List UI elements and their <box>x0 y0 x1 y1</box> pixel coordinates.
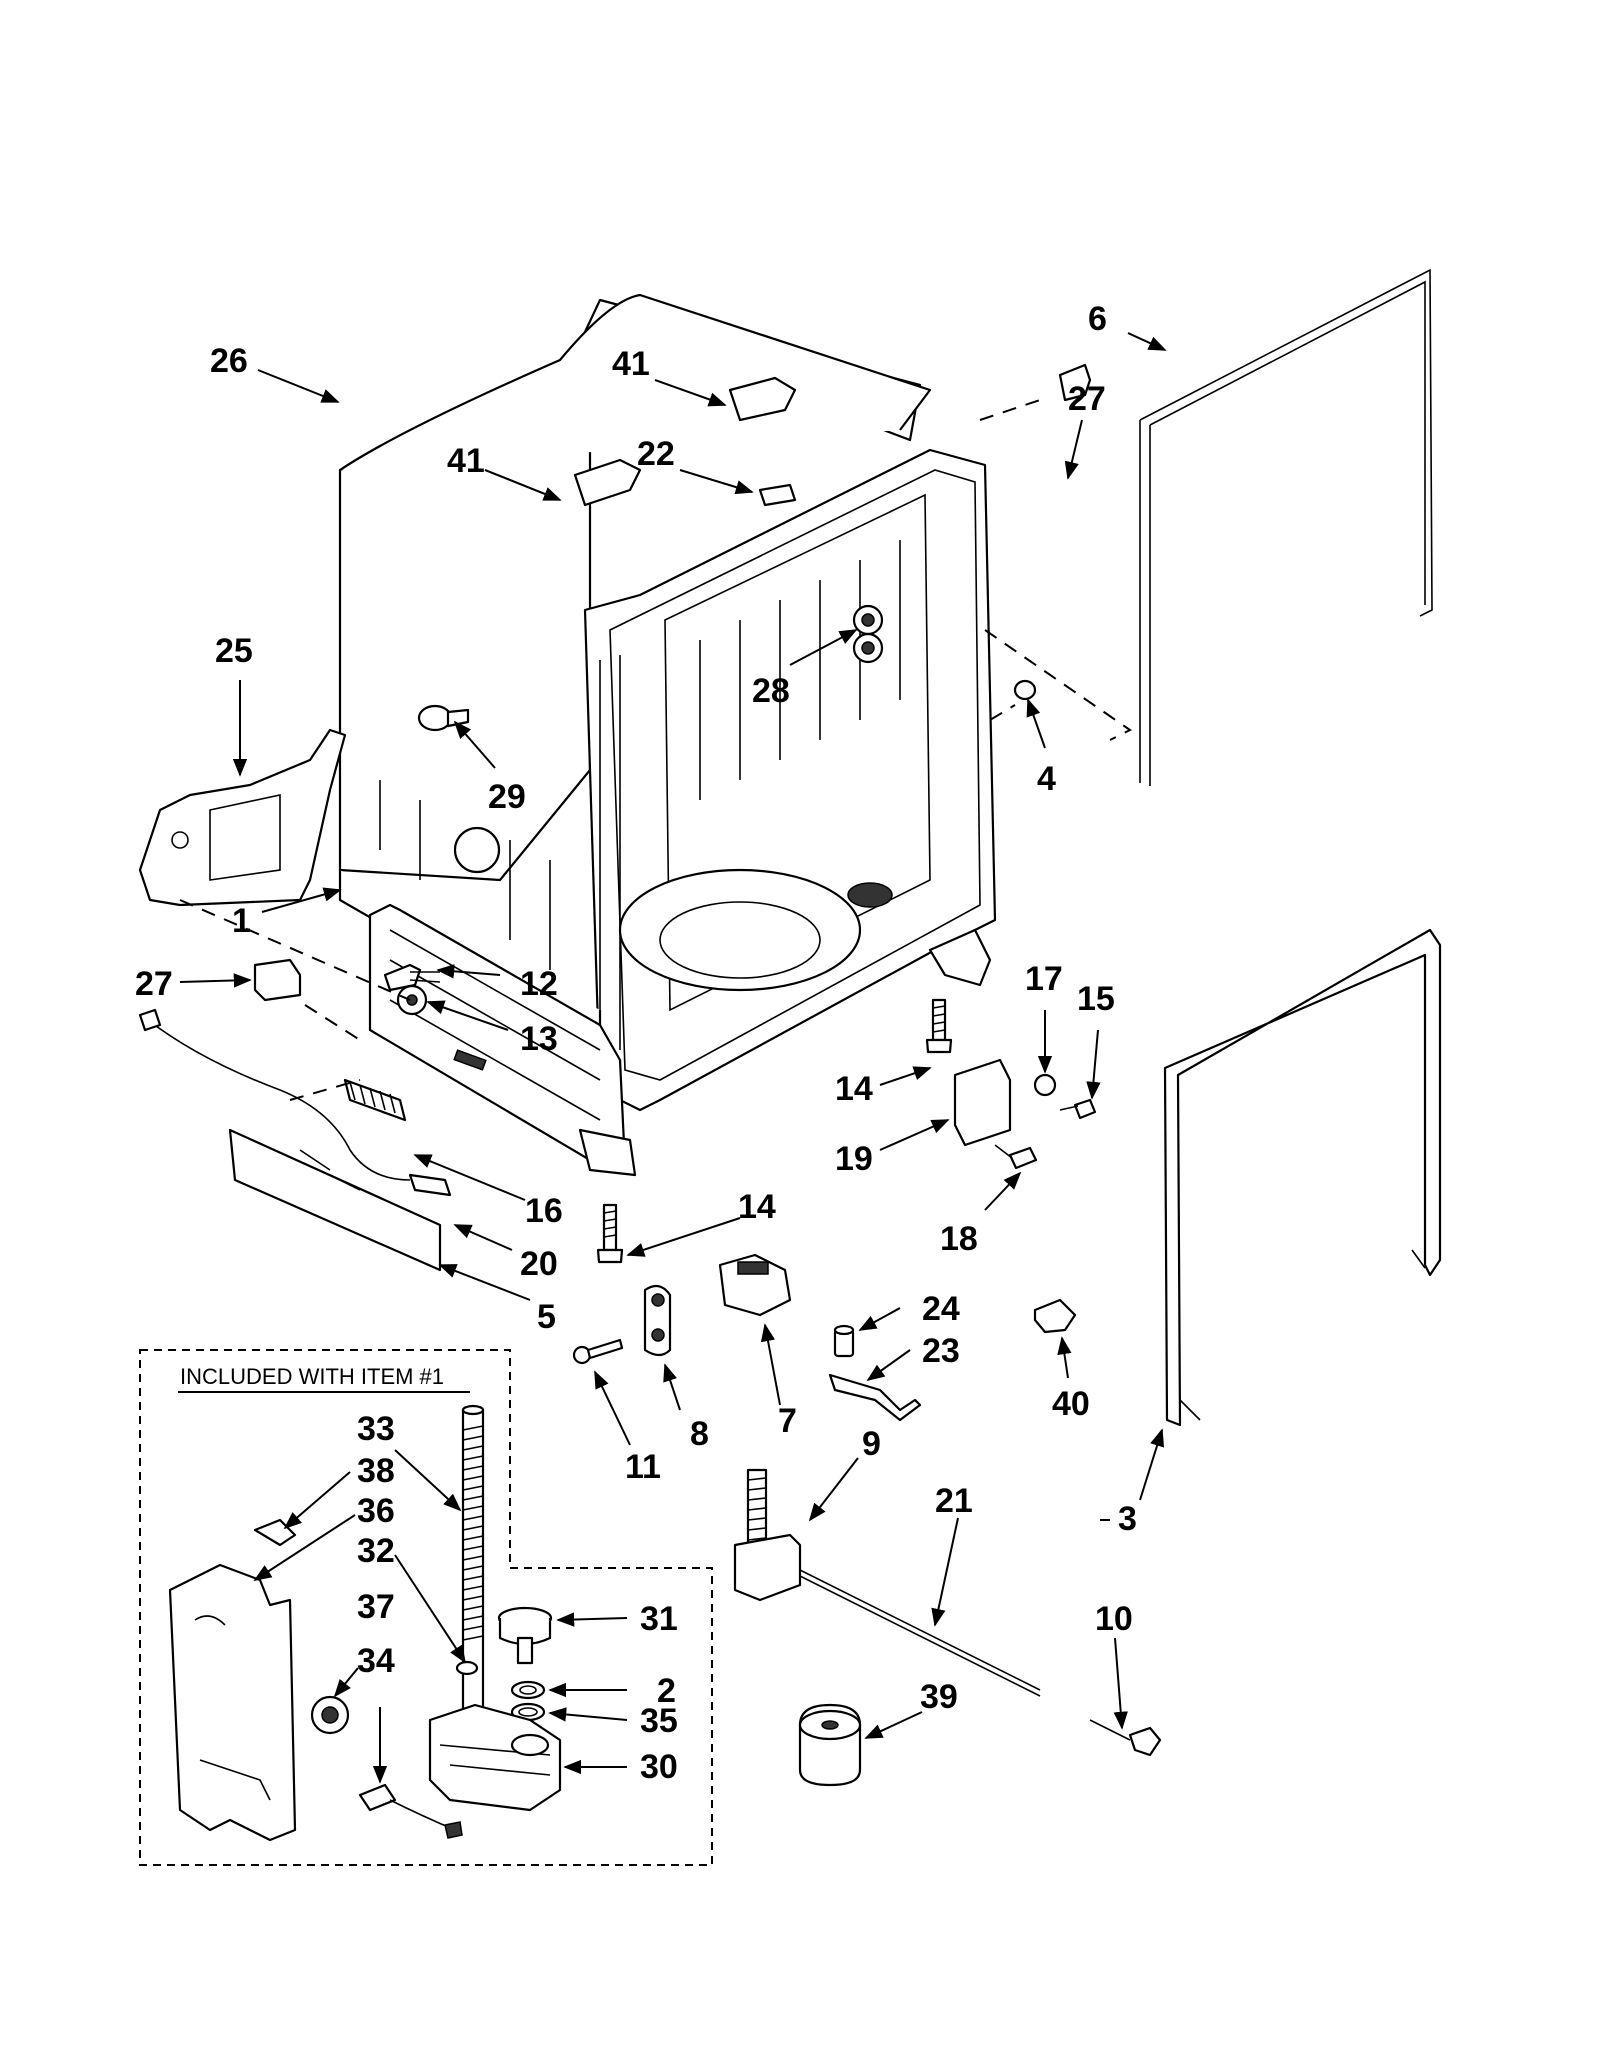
callout-9: 9 <box>862 1425 881 1463</box>
callout-35: 35 <box>640 1702 678 1740</box>
callout-41-right: 41 <box>612 345 650 383</box>
callout-3: 3 <box>1118 1500 1137 1538</box>
plug-4 <box>1013 679 1037 701</box>
callout-8: 8 <box>690 1415 709 1453</box>
callout-6: 6 <box>1088 300 1107 338</box>
callout-31: 31 <box>640 1600 678 1638</box>
clip-24-and-23 <box>828 1324 922 1422</box>
leader-lines <box>179 332 1167 1784</box>
bracket-group-19 <box>953 1058 1097 1170</box>
callout-24: 24 <box>922 1290 960 1328</box>
callout-27-right: 27 <box>1068 380 1106 418</box>
callout-38: 38 <box>357 1452 395 1490</box>
callout-2: 2 <box>657 1672 676 1710</box>
callout-14-lower: 14 <box>738 1188 776 1226</box>
callout-labels: 26 25 41 41 22 6 27 28 29 4 1 27 12 13 1… <box>135 300 1137 1786</box>
callout-26: 26 <box>210 342 248 380</box>
inset-label: INCLUDED WITH ITEM #1 <box>180 1364 444 1389</box>
cord-and-spring <box>138 1008 452 1272</box>
callout-32: 32 <box>357 1532 395 1570</box>
grommet-8 <box>643 1284 672 1357</box>
callout-23: 23 <box>922 1332 960 1370</box>
inset-parts <box>168 1404 562 1842</box>
callout-7: 7 <box>778 1402 797 1440</box>
callout-4: 4 <box>1037 760 1056 798</box>
callout-13: 13 <box>520 1020 558 1058</box>
callout-14-upper: 14 <box>835 1070 873 1108</box>
callout-5: 5 <box>537 1298 556 1336</box>
callout-18: 18 <box>940 1220 978 1258</box>
callout-28: 28 <box>752 672 790 710</box>
reference-lines <box>179 399 1132 1101</box>
callout-25: 25 <box>215 632 253 670</box>
part-39 <box>798 1703 862 1787</box>
callout-21: 21 <box>935 1482 973 1520</box>
callout-1: 1 <box>232 902 251 940</box>
part-40 <box>1033 1298 1077 1334</box>
leveling-leg-14-upper <box>925 998 953 1054</box>
screw-11 <box>572 1338 624 1365</box>
callout-19: 19 <box>835 1140 873 1178</box>
screw-12-washer-13 <box>383 963 441 1016</box>
callout-33: 33 <box>357 1410 395 1448</box>
callout-10: 10 <box>1095 1600 1133 1638</box>
callout-41-left: 41 <box>447 442 485 480</box>
callout-39: 39 <box>920 1678 958 1716</box>
callout-11: 11 <box>625 1448 661 1486</box>
callout-12: 12 <box>520 965 558 1003</box>
callout-20: 20 <box>520 1245 558 1283</box>
callout-36: 36 <box>357 1492 395 1530</box>
inset-box <box>139 1349 713 1866</box>
left-bracket-25 <box>138 728 347 907</box>
callout-34: 34 <box>357 1642 395 1680</box>
valve-9-rod-21-part-10 <box>733 1468 1162 1757</box>
gasket-3 <box>1163 928 1442 1427</box>
latch-7 <box>718 1253 792 1317</box>
callout-16: 16 <box>525 1192 563 1230</box>
callout-40: 40 <box>1052 1385 1090 1423</box>
bumper-27-right <box>1058 363 1092 402</box>
callout-27-left: 27 <box>135 965 173 1003</box>
callout-22: 22 <box>637 435 675 473</box>
gasket-6 <box>1139 268 1433 786</box>
callout-29: 29 <box>488 778 526 816</box>
callout-17: 17 <box>1025 960 1063 998</box>
callout-37: 37 <box>357 1588 395 1626</box>
callout-15: 15 <box>1077 980 1115 1018</box>
callout-30: 30 <box>640 1748 678 1786</box>
leveling-leg-14-lower <box>596 1203 624 1264</box>
bumper-27-left <box>253 958 302 1002</box>
